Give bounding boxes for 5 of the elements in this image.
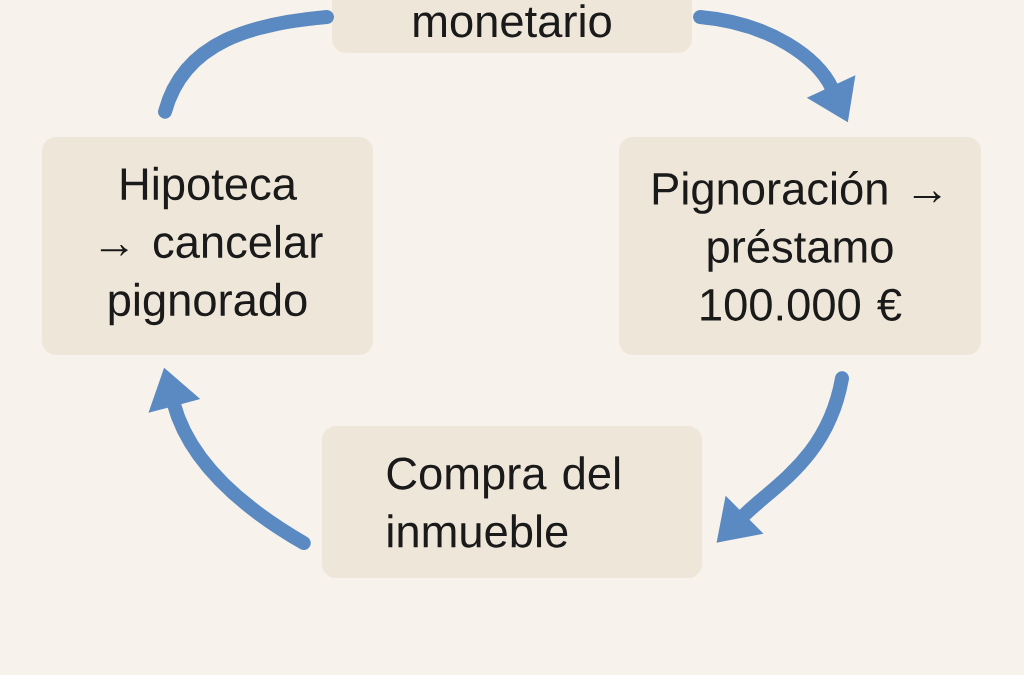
- process-box: Pignoración → préstamo 100.000 €: [619, 137, 981, 355]
- process-box: Compra del inmueble: [322, 426, 702, 578]
- process-box: monetario: [332, 0, 692, 53]
- process-box: Hipoteca → cancelar pignorado: [42, 137, 373, 355]
- connector-line: [158, 10, 334, 119]
